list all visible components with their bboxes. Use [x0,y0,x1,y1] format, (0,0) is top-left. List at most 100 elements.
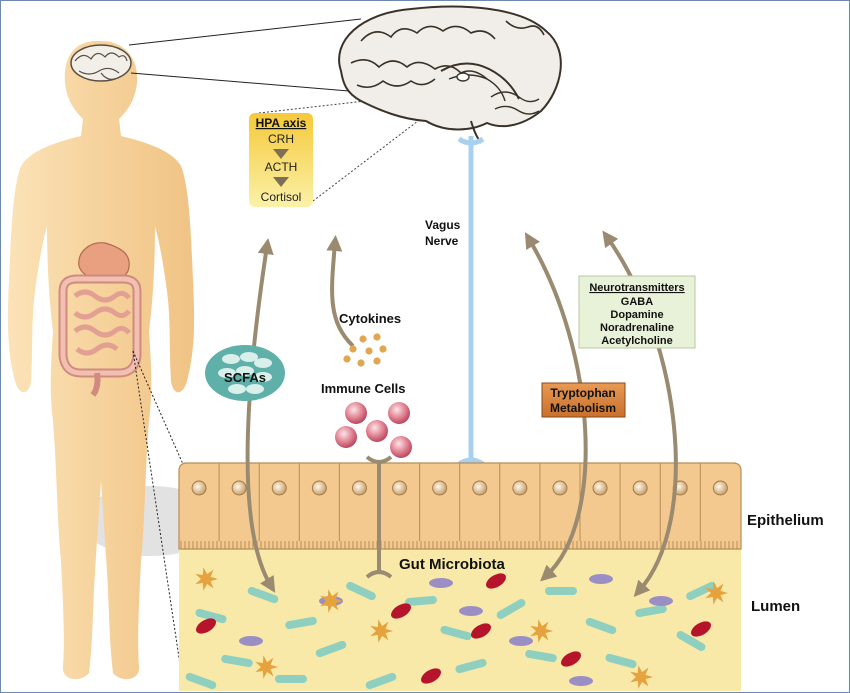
star-bacterium [255,655,278,679]
rod-bacterium [315,640,347,658]
epithelium-label: Epithelium [747,512,824,529]
rod-bacterium [525,649,557,663]
cell-nucleus [472,480,488,496]
oval-bacterium [429,578,453,588]
rod-bacterium [676,631,706,651]
zoom-line-upper [132,350,187,472]
cytokines-label: Cytokines [339,311,401,326]
vagus-label-line2: Nerve [425,234,459,248]
hpa-step-cortisol: Cortisol [261,190,302,204]
cell-nucleus [432,480,448,496]
star-bacterium [195,567,218,591]
tryptophan-box: Tryptophan Metabolism [541,382,626,418]
rod-bacterium [365,672,397,690]
red-bacterium [691,621,711,637]
rod-bacterium [405,595,437,607]
neurotransmitter-noradrenaline: Noradrenaline [600,322,674,334]
oval-bacterium [509,636,533,646]
rod-bacterium [440,625,472,641]
bacteria-population [185,567,728,690]
rod-bacterium [605,653,637,669]
oval-bacterium [459,606,483,616]
rod-bacterium [496,599,526,619]
brain-illustration [338,5,562,144]
red-bacterium [486,573,506,589]
abdomen-intestines [58,242,142,397]
cytokine-dot [357,359,365,367]
rod-bacterium [275,675,307,683]
red-bacterium [196,618,216,634]
brain-zoom-line-upper [128,18,362,46]
vagus-nerve: Vagus Nerve [425,136,485,467]
human-silhouette [7,41,195,680]
vagus-label-line1: Vagus [425,218,461,232]
rod-bacterium [635,604,667,618]
rod-bacterium [686,581,716,601]
neurotransmitters-title: Neurotransmitters [589,282,684,294]
cytokine-dot [373,357,381,365]
cytokine-arrow [326,235,355,348]
neurotransmitters-box: Neurotransmitters GABA Dopamine Noradren… [578,275,696,349]
rod-bacterium [585,617,617,635]
neurotransmitter-dopamine: Dopamine [610,309,663,321]
hpa-step-crh: CRH [268,132,294,146]
immune-cells [335,402,412,458]
cytokine-dot [365,347,373,355]
immune-receptor-ends [365,455,393,579]
oval-bacterium [649,596,673,606]
rod-bacterium [455,658,487,674]
scfa-arrow [245,238,276,593]
hpa-link-line-lower [312,110,432,202]
star-bacterium [320,589,343,613]
rod-bacterium [285,616,317,630]
hpa-down-arrow-2 [273,177,289,187]
tryptophan-line2: Metabolism [550,401,616,415]
cytokine-dot [343,355,351,363]
immune-cells-label: Immune Cells [321,381,406,396]
red-bacterium [421,668,441,684]
cytokine-dot [379,345,387,353]
rod-bacterium [195,608,227,624]
red-bacterium [391,603,411,619]
tryptophan-line1: Tryptophan [550,386,615,400]
red-bacterium [471,623,491,639]
head-brain [70,44,132,82]
star-bacterium [530,619,553,643]
cell-nucleus [231,480,247,496]
cell-nucleus [311,480,327,496]
cytokine-dot [349,345,357,353]
neurotransmitter-gaba: GABA [621,296,653,308]
oval-bacterium [239,636,263,646]
lumen-label: Lumen [751,598,800,615]
cell-nucleus [512,480,528,496]
red-bacterium [561,651,581,667]
cell-nucleus [191,480,207,496]
zoom-line-lower [132,350,185,692]
gut-tissue [178,462,742,691]
hpa-title: HPA axis [256,116,307,130]
rod-bacterium [185,672,217,690]
oval-bacterium [589,574,613,584]
gut-microbiota-label: Gut Microbiota [399,556,505,573]
cell-nucleus [552,480,568,496]
cell-nucleus [592,480,608,496]
hpa-axis-box: HPA axis CRH ACTH Cortisol [249,113,313,207]
cell-nucleus [271,480,287,496]
cell-nucleus [392,480,408,496]
star-bacterium [705,581,728,605]
scfa-label: SCFAs [224,370,266,385]
cell-nucleus [351,480,367,496]
scfa-cluster: SCFAs [205,345,285,401]
star-bacterium [370,619,393,643]
tryptophan-arrow [524,232,588,582]
cytokine-dots [343,333,387,367]
rod-bacterium [221,654,253,668]
cytokine-dot [373,333,381,341]
hpa-down-arrow-1 [273,149,289,159]
oval-bacterium [569,676,593,686]
star-bacterium [630,665,653,689]
hpa-step-acth: ACTH [265,160,298,174]
cell-nucleus [712,480,728,496]
